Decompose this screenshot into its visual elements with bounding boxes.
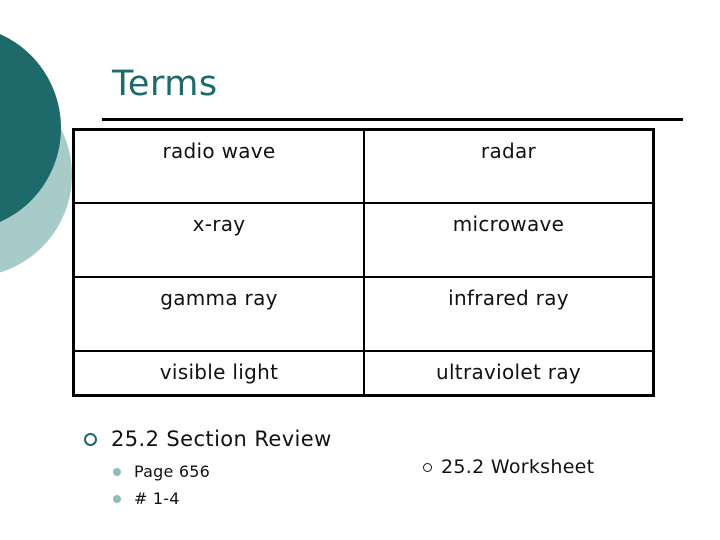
filled-circle-bullet-icon (113, 468, 121, 476)
hollow-circle-bullet-icon (84, 432, 97, 446)
terms-table: radio wave radar x-ray microwave gamma r… (72, 128, 655, 397)
section-review-block: 25.2 Section Review Page 656 # 1-4 (84, 426, 332, 516)
table-cell: microwave (365, 204, 652, 278)
table-cell: radar (365, 131, 652, 204)
page-title: Terms (112, 64, 218, 104)
list-item-label: # 1-4 (134, 489, 180, 508)
table-cell: gamma ray (75, 278, 365, 352)
table-cell: radio wave (75, 131, 365, 204)
worksheet-label: 25.2 Worksheet (441, 456, 595, 478)
worksheet-block: 25.2 Worksheet (423, 455, 594, 479)
section-review-heading: 25.2 Section Review (84, 426, 332, 452)
section-review-label: 25.2 Section Review (111, 427, 332, 451)
list-item-label: Page 656 (134, 462, 210, 481)
list-item: Page 656 (113, 462, 332, 482)
table-cell: ultraviolet ray (435, 360, 582, 384)
title-underline (102, 118, 683, 121)
table-cell: x-ray (75, 204, 365, 278)
hollow-circle-bullet-icon (423, 462, 432, 472)
table-cell: visible light (75, 352, 365, 394)
section-review-items: Page 656 # 1-4 (113, 462, 332, 509)
table-cell: infrared ray (365, 278, 652, 352)
list-item: # 1-4 (113, 489, 332, 509)
filled-circle-bullet-icon (113, 495, 121, 503)
